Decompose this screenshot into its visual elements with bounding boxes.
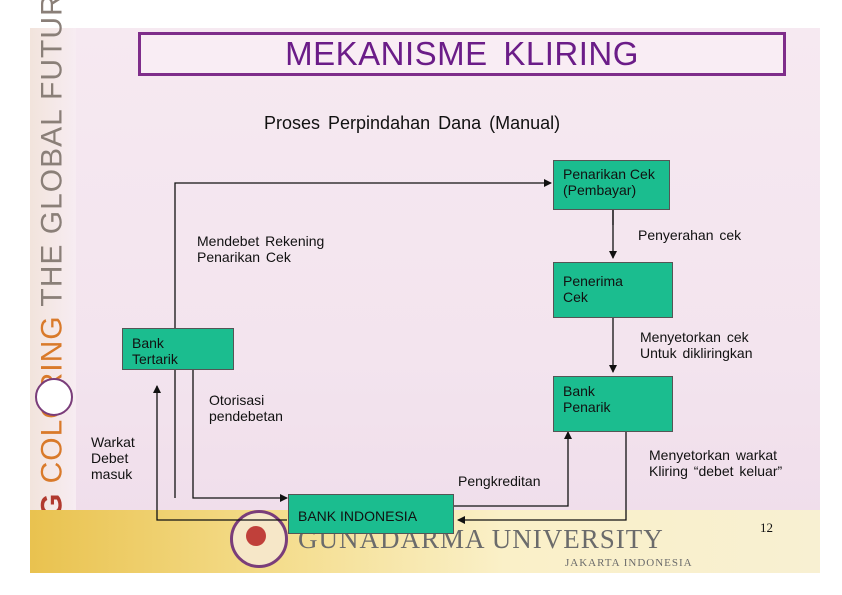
slide-subtitle: Proses Perpindahan Dana (Manual): [264, 113, 561, 133]
node-bank-indonesia: BANK INDONESIA: [288, 494, 454, 534]
slide-background: [30, 28, 820, 573]
left-brand-strip: [30, 28, 76, 573]
label-menyetorkan-warkat: Menyetorkan warkat Kliring “debet keluar…: [649, 447, 783, 479]
node-bank-tertarik: Bank Tertarik: [122, 328, 234, 370]
label-warkat: Warkat Debet masuk: [91, 434, 135, 482]
university-location: JAKARTA INDONESIA: [565, 557, 693, 569]
arrow-menyetorkan-warkat: [457, 432, 627, 524]
label-menyetorkan-cek: Menyetorkan cek Untuk dikliringkan: [640, 329, 753, 361]
page-number: 12: [760, 520, 773, 535]
label-pengkreditan: Pengkreditan: [458, 473, 541, 489]
arrow-pengkreditan: [454, 431, 572, 507]
label-mendebet: Mendebet Rekening Penarikan Cek: [197, 233, 325, 265]
side-seal-logo: [35, 378, 73, 416]
label-penyerahan: Penyerahan cek: [638, 227, 742, 243]
node-penarik-cek: Penarikan Cek (Pembayar): [553, 160, 670, 210]
node-penerima-cek: Penerima Cek: [553, 262, 673, 318]
arrow-warkat-debet: [153, 385, 287, 521]
arrow-to-penarik-cek: [174, 179, 552, 498]
arrow-otorisasi: [192, 370, 288, 502]
label-otorisasi: Otorisasi pendebetan: [209, 392, 283, 424]
slide-title: MEKANISME KLIRING: [138, 32, 786, 76]
node-bank-penarik: Bank Penarik: [553, 376, 673, 432]
